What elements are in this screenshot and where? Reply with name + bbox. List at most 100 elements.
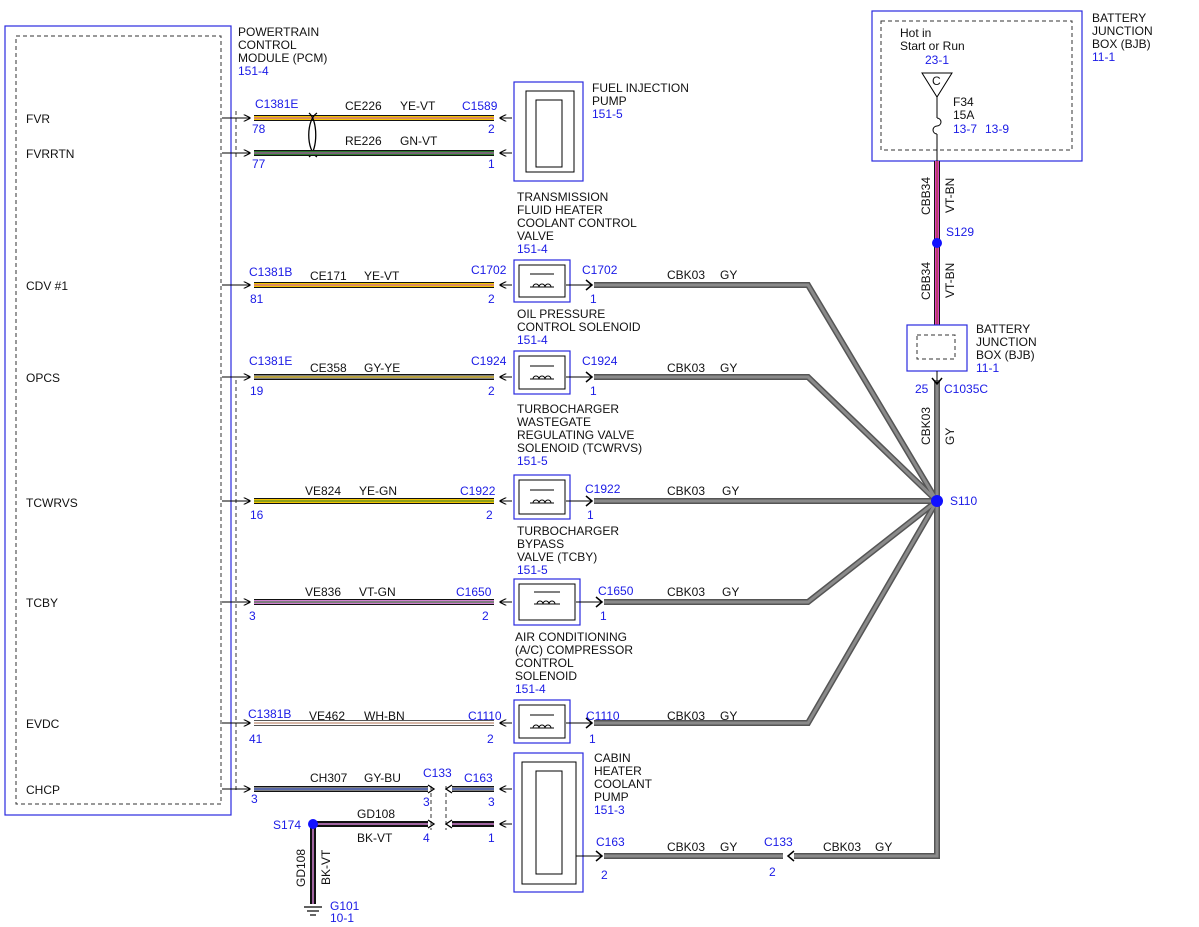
splice-s110-label: S110	[950, 494, 977, 508]
cdv1-circuit: CE171	[310, 269, 347, 283]
fvrrtn-pin: 77	[252, 157, 266, 171]
bjb2-pin: 25	[915, 382, 929, 396]
pin-label-chcp: CHCP	[26, 783, 60, 797]
bjb2-ref[interactable]: 11-1	[976, 361, 999, 375]
pcm-module[interactable]	[4, 25, 232, 816]
tcwrvs-solenoid[interactable]	[513, 474, 571, 520]
tcby-comp-ref[interactable]: 151-5	[517, 563, 548, 577]
pcm-title-line-1: POWERTRAIN	[238, 25, 319, 39]
cdv1-color: YE-VT	[364, 269, 400, 283]
splice-s110[interactable]	[931, 495, 943, 507]
cabin-pump-label-4: PUMP	[594, 790, 629, 804]
tfhccv-out-pin: 1	[590, 292, 597, 306]
fuse-ref-2[interactable]: 13-9	[985, 122, 1009, 136]
gy-color-3: GY	[722, 484, 739, 498]
pcm-ref[interactable]: 151-4	[238, 64, 269, 78]
bjb-top[interactable]	[871, 10, 1083, 162]
evdc-comp-pin: 2	[487, 732, 494, 746]
bjb-top-title-2: JUNCTION	[1092, 24, 1153, 38]
chcp-inline-a: C133	[423, 766, 452, 780]
fuel-pump-label-2: PUMP	[592, 94, 627, 108]
tcwrvs-comp-pin: 2	[486, 508, 493, 522]
hot-in-line-1: Hot in	[900, 26, 931, 40]
opcs-comp-pin: 2	[488, 384, 495, 398]
inline-arrow-b	[444, 784, 453, 794]
tfhccv-label-2: FLUID HEATER	[517, 203, 603, 217]
ac-comp-ref[interactable]: 151-4	[515, 682, 546, 696]
gy-circuit-3: CBK03	[667, 484, 705, 498]
tcwrvs-color: YE-GN	[359, 484, 397, 498]
ground-inline-arrow-a	[427, 819, 436, 829]
opcs-comp-label-2: CONTROL SOLENOID	[517, 320, 641, 334]
bjb-top-title-3: BOX (BJB)	[1092, 37, 1151, 51]
chcp-pin: 3	[251, 792, 258, 806]
fuse-ref-1[interactable]: 13-7	[953, 122, 977, 136]
fuse-letter: C	[932, 74, 941, 88]
tcwrvs-circuit: VE824	[305, 484, 341, 498]
ground-g101-ref[interactable]: 10-1	[330, 911, 354, 925]
tcby-valve[interactable]	[513, 578, 581, 626]
tcwrvs-out-arrow	[585, 495, 594, 507]
tcwrvs-comp-label-1: TURBOCHARGER	[517, 402, 619, 416]
cabin-heater-coolant-pump[interactable]	[513, 752, 584, 893]
fuse-bus-icon	[921, 72, 953, 161]
gy-color-5: GY	[720, 709, 737, 723]
tcby-circuit: VE836	[305, 585, 341, 599]
fvr-pin: 78	[252, 122, 266, 136]
bjb-top-ref[interactable]: 11-1	[1092, 50, 1115, 64]
ground-inline-pin-a: 4	[423, 831, 430, 845]
hot-in-ref[interactable]: 23-1	[925, 53, 949, 67]
splice-s174-label: S174	[273, 818, 301, 832]
tcwrvs-out-conn: C1922	[585, 482, 621, 496]
cdv1-comp-pin: 2	[488, 292, 495, 306]
ac-out-conn: C1110	[586, 709, 620, 723]
opcs-color: GY-YE	[364, 361, 400, 375]
gy-harness[interactable]	[594, 282, 940, 859]
fuel-injection-pump[interactable]	[513, 81, 584, 182]
tcwrvs-pin: 16	[250, 508, 264, 522]
ac-comp-label-1: AIR CONDITIONING	[515, 630, 627, 644]
ground-inline-arrow-b	[444, 819, 453, 829]
cbb34-a: CBB34	[919, 177, 933, 215]
ground-circuit: GD108	[357, 807, 395, 821]
cdv1-comp-conn: C1702	[471, 263, 507, 277]
fvr-color: YE-VT	[400, 99, 436, 113]
tcby-comp-pin: 2	[482, 609, 489, 623]
opcs-conn: C1381E	[249, 354, 292, 368]
ac-out-arrow	[585, 717, 594, 729]
tcwrvs-comp-label-4: SOLENOID (TCWRVS)	[517, 441, 642, 455]
fvrrtn-color: GN-VT	[400, 134, 438, 148]
bottom-c133: C133	[764, 835, 793, 849]
opcs-comp-ref[interactable]: 151-4	[517, 333, 548, 347]
splice-s174[interactable]	[308, 819, 318, 829]
ac-solenoid[interactable]	[513, 699, 571, 744]
bjb2-title-1: BATTERY	[976, 322, 1030, 336]
cdv1-pin: 81	[250, 292, 264, 306]
cbb34-b: CBB34	[919, 262, 933, 300]
bottom-c133-pin: 2	[769, 865, 776, 879]
fuel-pump-ref[interactable]: 151-5	[592, 107, 623, 121]
evdc-color: WH-BN	[364, 709, 405, 723]
vert-gy-circuit: CBK03	[919, 407, 933, 445]
wire-ground[interactable]	[310, 824, 512, 904]
pin-label-opcs: OPCS	[26, 371, 60, 385]
tfhccv-ref[interactable]: 151-4	[517, 242, 548, 256]
splice-s129[interactable]	[932, 238, 942, 248]
opcs-solenoid[interactable]	[513, 350, 571, 395]
tfhccv-solenoid[interactable]	[513, 259, 571, 303]
tcwrvs-comp-label-3: REGULATING VALVE	[517, 428, 634, 442]
tcby-comp-conn: C1650	[456, 585, 492, 599]
tcby-out-conn: C1650	[598, 584, 634, 598]
bjb2-title-3: BOX (BJB)	[976, 348, 1035, 362]
bjb-lower[interactable]	[906, 324, 968, 372]
splice-s129-label: S129	[946, 225, 974, 239]
fvr-circuit: CE226	[345, 99, 382, 113]
opcs-circuit: CE358	[310, 361, 347, 375]
opcs-out-arrow	[585, 371, 594, 383]
gy-color-2: GY	[720, 361, 737, 375]
chcp-inline-a-pin: 3	[423, 795, 430, 809]
cabin-pump-ref[interactable]: 151-3	[594, 803, 625, 817]
chcp-inline-b: C163	[464, 771, 493, 785]
tcwrvs-comp-ref[interactable]: 151-5	[517, 454, 548, 468]
